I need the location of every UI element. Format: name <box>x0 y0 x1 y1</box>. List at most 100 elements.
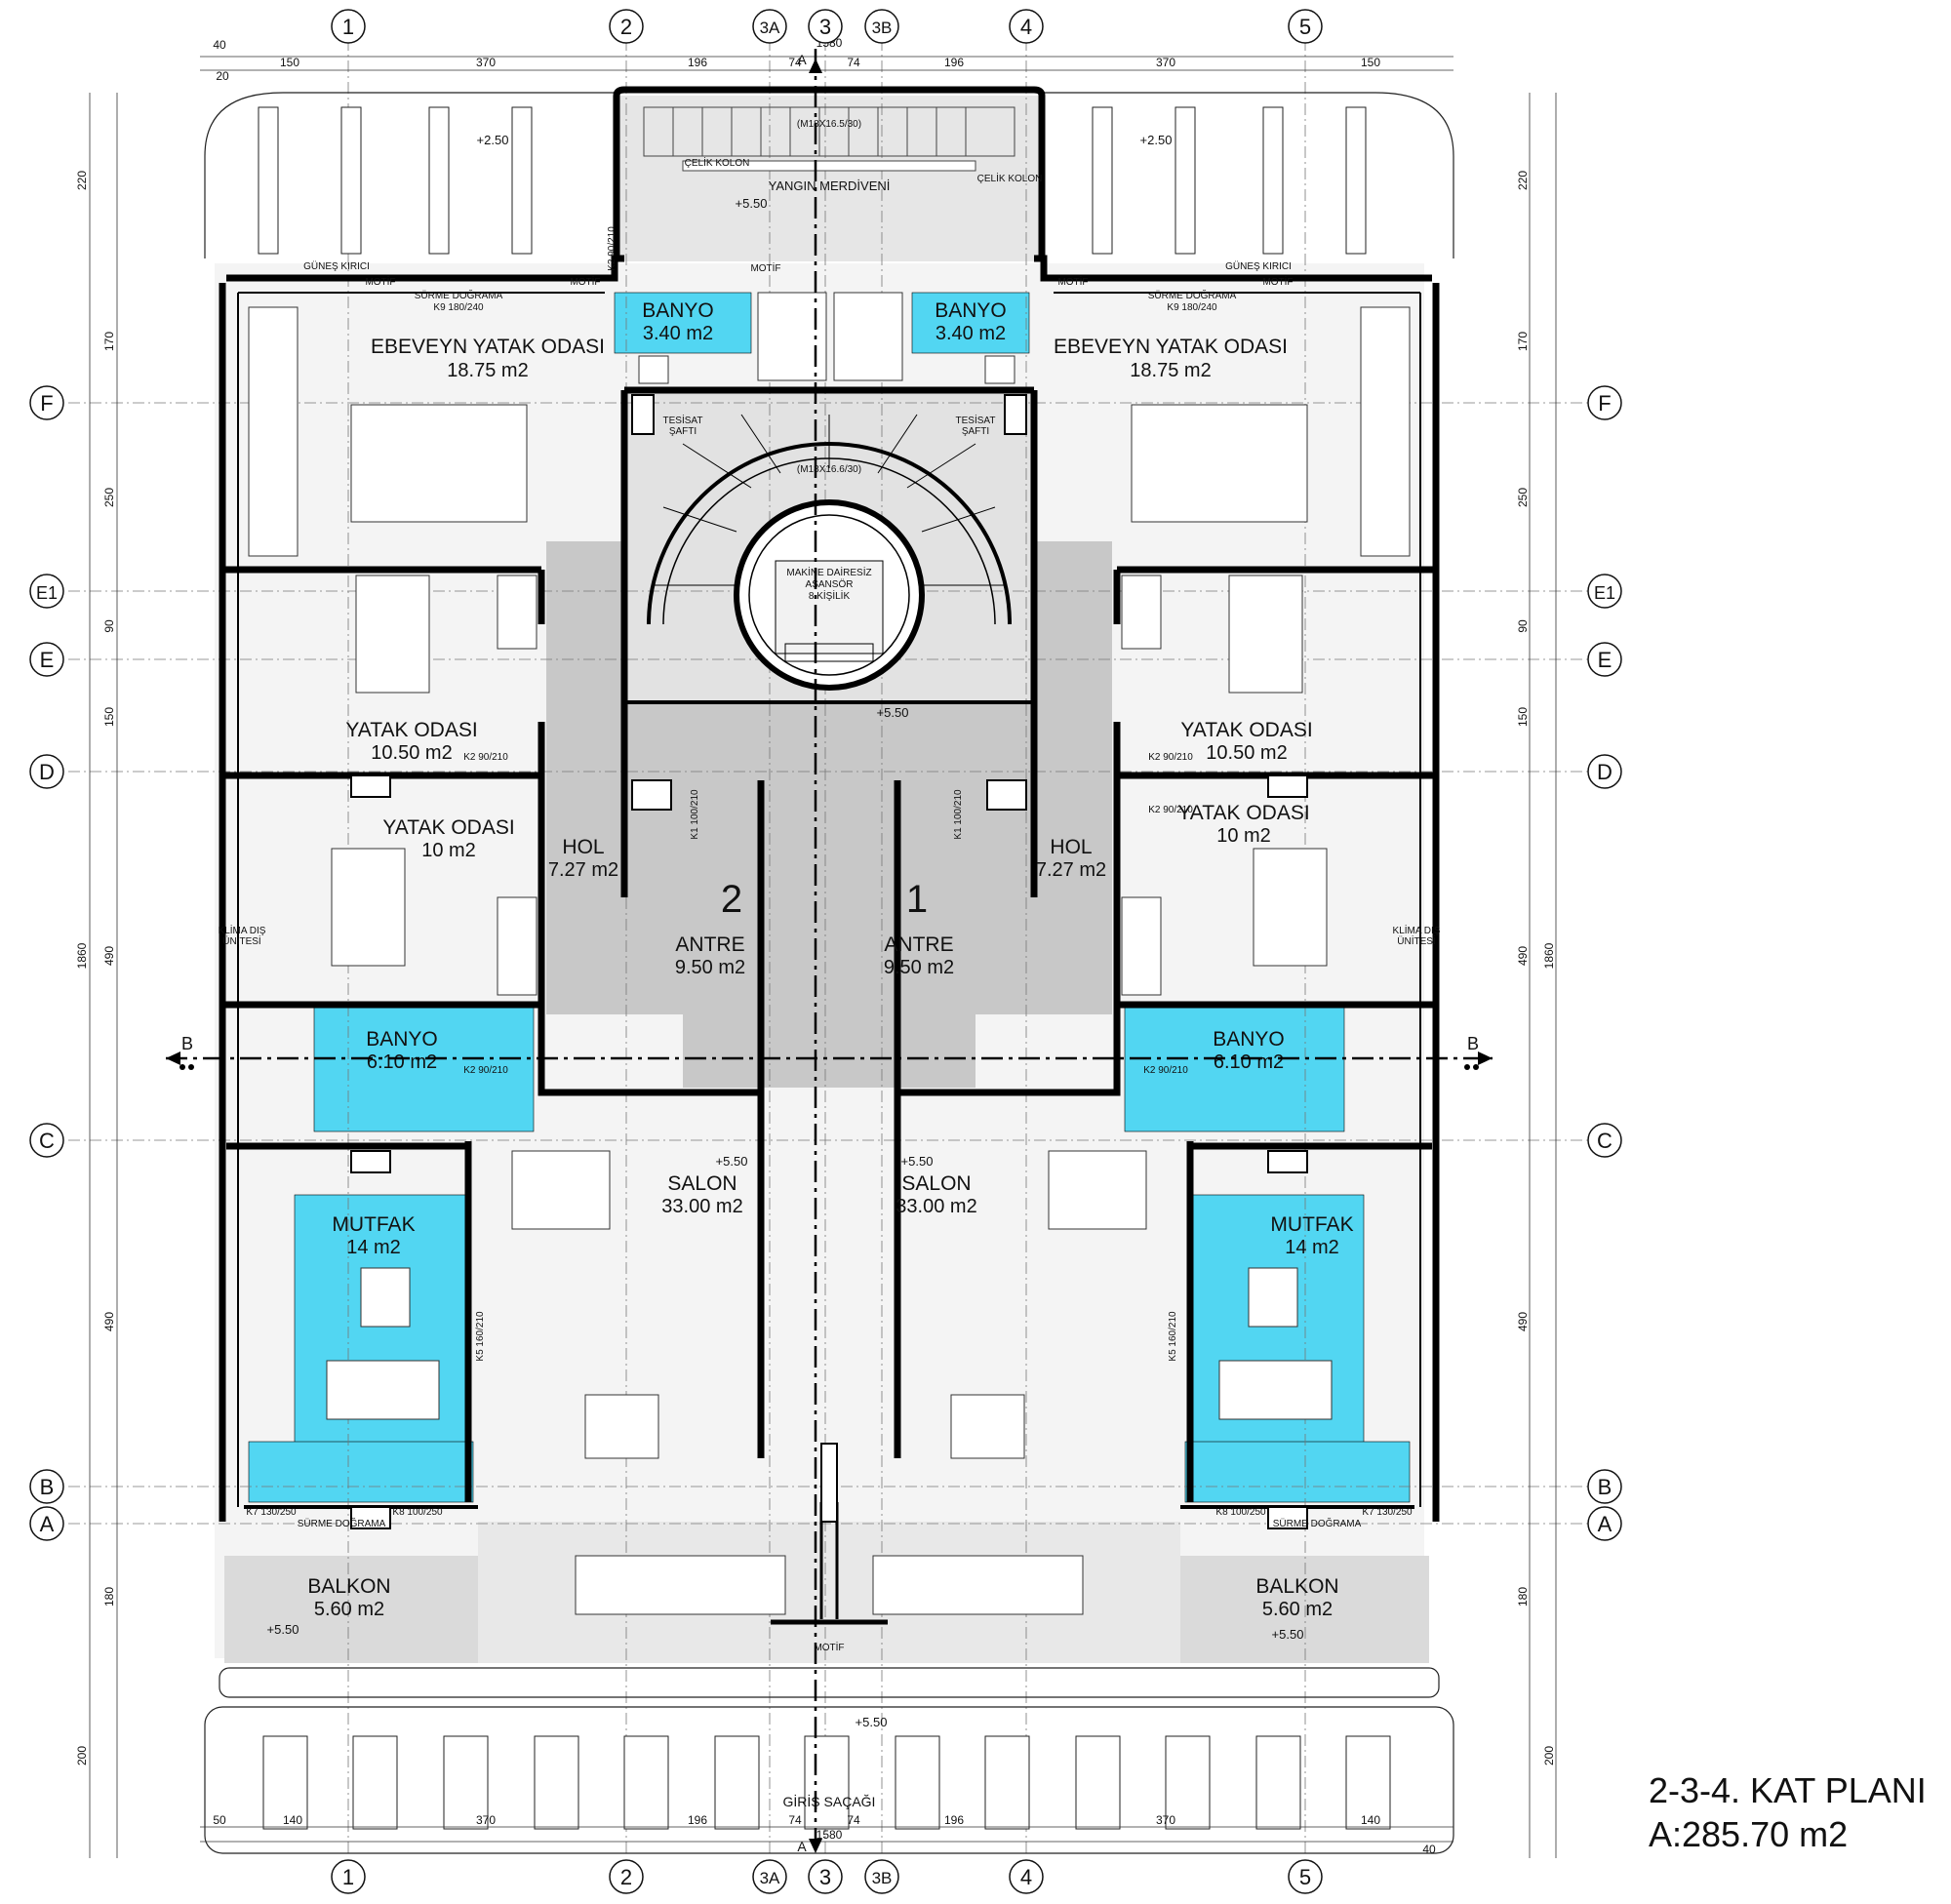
room-name-bath-top-right: BANYO <box>935 299 1007 322</box>
fire-stair-steps <box>643 106 1015 172</box>
level-9: +5.50 <box>856 1715 888 1729</box>
door-8: K5 160/210 <box>1168 1311 1178 1362</box>
grid-bottom-3b: 3B <box>872 1869 893 1887</box>
dim-left-seg-3: 250 <box>102 488 116 507</box>
dim-right-seg-1: 220 <box>1516 171 1530 190</box>
dim-top-seg-7: 370 <box>1156 56 1175 69</box>
dim-top-seg-8: 150 <box>1361 56 1380 69</box>
grid-bottom-1: 1 <box>342 1865 354 1889</box>
dim-left-seg-8: 180 <box>102 1587 116 1606</box>
fire-stair-spec: (M18X16.5/30) <box>797 119 861 130</box>
room-name-bath-mid-right: BANYO <box>1213 1028 1285 1051</box>
elevator-label-3: 8 KİŞİLİK <box>809 589 851 602</box>
plan-title: 2-3-4. KAT PLANI <box>1649 1770 1927 1810</box>
motif-top-mid: MOTİF <box>750 261 780 274</box>
grid-top-3b: 3B <box>872 19 893 37</box>
dim-bottom-seg-3: 196 <box>688 1813 707 1827</box>
motif-bottom: MOTİF <box>814 1641 844 1653</box>
room-area-bed2-left: 10 m2 <box>421 840 476 861</box>
canopy-outlines <box>204 92 1454 1854</box>
window-6: K7 130/250 <box>1362 1507 1413 1518</box>
bottom-planters <box>262 1735 1391 1830</box>
room-name-balcony-right: BALKON <box>1255 1575 1338 1598</box>
dim-bottom-seg-2: 370 <box>476 1813 496 1827</box>
dim-bottom-seg-5: 74 <box>847 1813 860 1827</box>
dim-bottom-edge2: 40 <box>1422 1843 1436 1856</box>
window-1: K9 180/240 <box>433 302 484 313</box>
grid-right-d: D <box>1597 760 1613 784</box>
columns <box>350 394 1308 1529</box>
dim-right-seg-3: 250 <box>1516 488 1530 507</box>
entrance-canopy-label: GİRİŞ SAÇAĞI <box>783 1793 876 1809</box>
dims-left: 220 170 250 90 150 490 1860 490 180 200 <box>75 171 116 1765</box>
grid-bottom-2: 2 <box>620 1865 632 1889</box>
room-area-bed1-right: 10.50 m2 <box>1206 742 1287 764</box>
elevator-label-1: MAKİNE DAİRESİZ <box>786 566 871 578</box>
section-lines <box>166 49 1493 1853</box>
level-2: +2.50 <box>1140 133 1173 147</box>
section-markers <box>166 59 1493 1853</box>
motif-top-mid-left: MOTİF <box>570 275 600 288</box>
grid-top-2: 2 <box>620 15 632 39</box>
room-area-balcony-right: 5.60 m2 <box>1262 1599 1333 1620</box>
dim-left-total: 1860 <box>75 942 89 969</box>
plan-area: A:285.70 m2 <box>1649 1814 1849 1854</box>
dim-right-seg-7: 490 <box>1516 1312 1530 1331</box>
room-name-bed2-right: YATAK ODASI <box>1177 802 1309 824</box>
dim-left-seg-1: 220 <box>75 171 89 190</box>
flat-number-2: 2 <box>721 878 742 921</box>
dim-bottom-seg-4: 74 <box>788 1813 802 1827</box>
grid-bottom-5: 5 <box>1299 1865 1311 1889</box>
door-9: K1 100/210 <box>690 789 700 840</box>
room-area-bed2-right: 10 m2 <box>1216 825 1271 847</box>
level-7: +5.50 <box>267 1622 299 1637</box>
shaft-top-left-2: ŞAFTI <box>669 426 697 437</box>
room-name-bed2-left: YATAK ODASI <box>382 816 514 839</box>
flat-number-1: 1 <box>906 878 928 921</box>
bath-mid-left <box>313 1004 535 1132</box>
dim-right-total: 1860 <box>1542 942 1556 969</box>
motif-top-mid-right: MOTİF <box>1057 275 1088 288</box>
door-5: K2 90/210 <box>1143 1065 1188 1076</box>
dim-right-seg-6: 490 <box>1516 946 1530 966</box>
room-name-hall-left: HOL <box>562 836 604 858</box>
window-type-bottom-left: SÜRME DOĞRAMA <box>298 1517 386 1529</box>
dim-bottom-seg-1: 140 <box>283 1813 302 1827</box>
steel-column-left: ÇELİK KOLON <box>685 156 750 169</box>
room-name-antre-right: ANTRE <box>884 933 953 956</box>
dim-left-seg-4: 90 <box>102 619 116 633</box>
grid-right-a: A <box>1598 1512 1613 1536</box>
ac-right-1: KLİMA DIŞ <box>1393 924 1441 936</box>
door-10: K1 100/210 <box>953 789 964 840</box>
level-6: +5.50 <box>901 1154 934 1169</box>
grid-right-b: B <box>1598 1475 1613 1499</box>
window-type-top-right: SÜRME DOĞRAMA <box>1148 289 1237 301</box>
bath-mid-right <box>1124 1004 1345 1132</box>
dim-left-seg-2: 170 <box>102 332 116 351</box>
dimension-lines <box>89 56 1557 1858</box>
room-area-hall-right: 7.27 m2 <box>1036 859 1106 881</box>
dims-right: 220 170 250 90 150 490 1860 490 180 200 <box>1516 171 1556 1765</box>
room-area-kitchen-left: 14 m2 <box>346 1237 401 1258</box>
window-4: K8 100/250 <box>392 1507 443 1518</box>
grid-right-e1: E1 <box>1594 583 1615 603</box>
room-area-salon-right: 33.00 m2 <box>896 1196 976 1217</box>
room-area-salon-left: 33.00 m2 <box>661 1196 742 1217</box>
section-top-label: A <box>797 52 807 67</box>
grid-bubbles <box>29 9 1622 1894</box>
bath-top-left <box>614 292 752 354</box>
fire-stair-label: YANGIN MERDİVENİ <box>769 178 891 193</box>
top-bars <box>258 106 1367 255</box>
dim-bottom-edge1: 50 <box>213 1813 226 1827</box>
ac-left-1: KLİMA DIŞ <box>219 924 266 936</box>
grid-top-3: 3 <box>819 15 831 39</box>
dim-bottom-total: 1580 <box>816 1828 843 1842</box>
room-name-kitchen-left: MUTFAK <box>332 1213 415 1236</box>
grid-top-5: 5 <box>1299 15 1311 39</box>
level-3: +5.50 <box>736 196 768 211</box>
dim-top-seg-4: 74 <box>788 56 802 69</box>
dim-left-seg-7: 490 <box>102 1312 116 1331</box>
room-area-balcony-left: 5.60 m2 <box>314 1599 384 1620</box>
grid-left-a: A <box>40 1512 55 1536</box>
grid-lines <box>68 39 1590 1853</box>
